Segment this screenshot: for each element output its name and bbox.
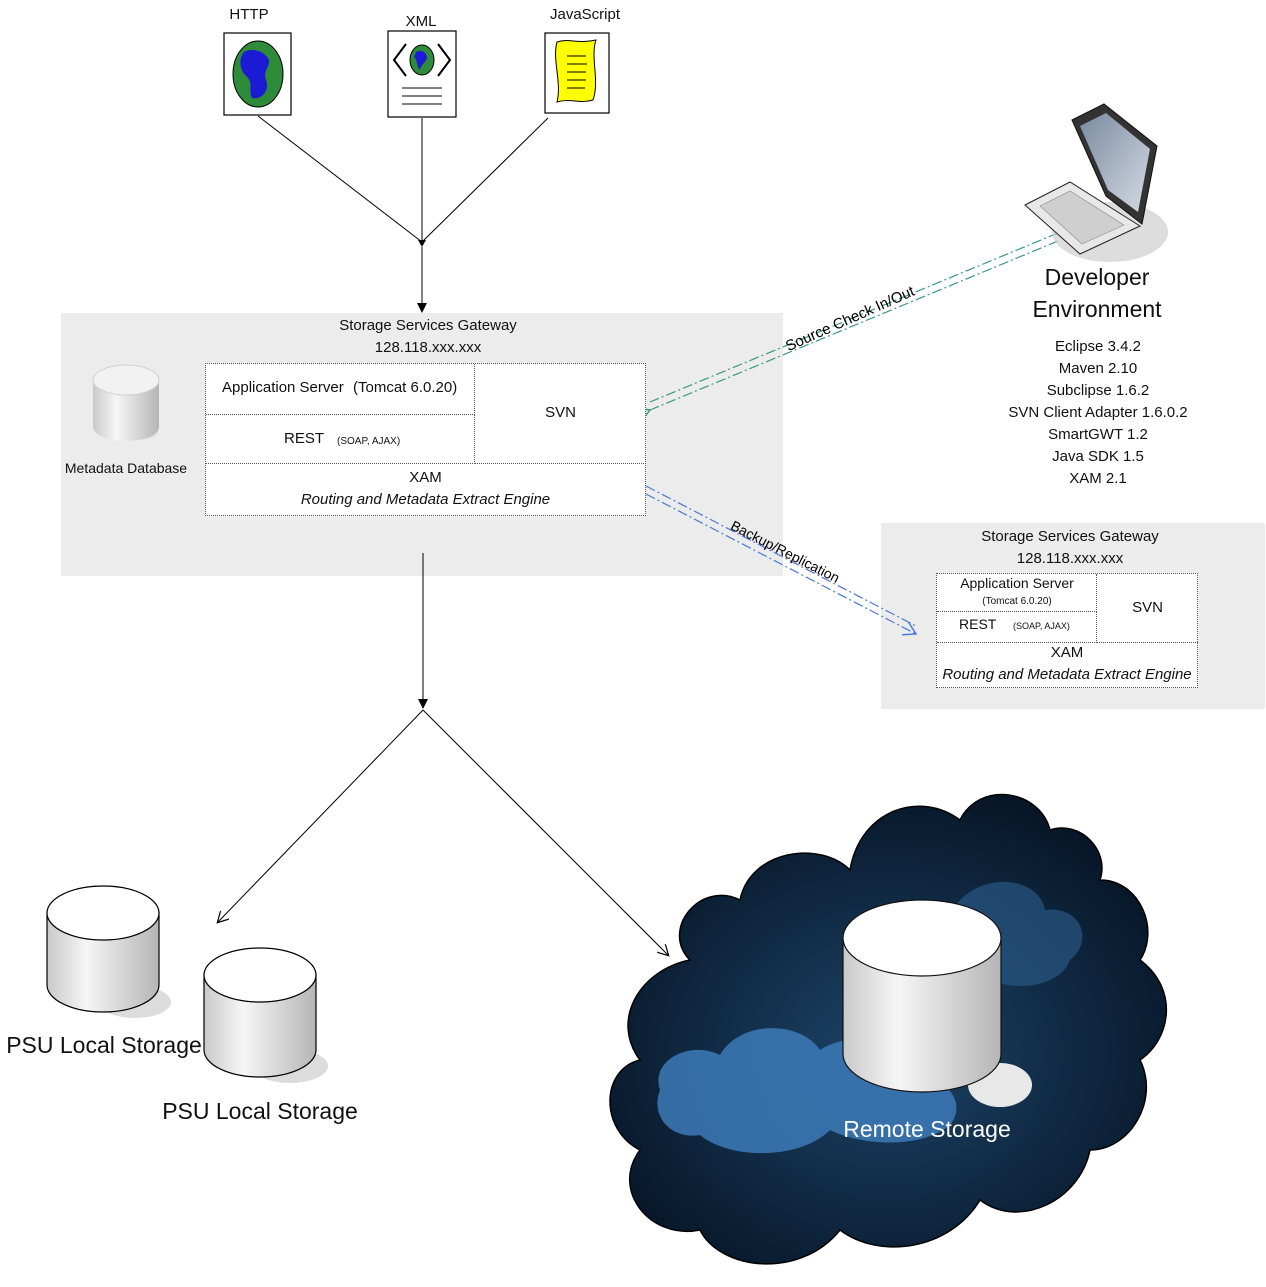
- source-check-line-a: [649, 232, 1059, 403]
- backup-rest-cell: REST (SOAP, AJAX): [937, 612, 1097, 643]
- local-storage-cylinder-1: [46, 885, 171, 1018]
- main-gateway-ip: 128.118.xxx.xxx: [374, 339, 482, 356]
- backup-xam-label: XAM: [1050, 644, 1084, 661]
- backup-engine-label: Routing and Metadata Extract Engine: [942, 666, 1192, 683]
- laptop-icon: [1024, 103, 1168, 262]
- backup-app-server-cell: Application Server (Tomcat 6.0.20): [937, 574, 1097, 612]
- main-rest-detail: (SOAP, AJAX): [337, 436, 401, 447]
- developer-title-line2: Environment: [1032, 296, 1162, 322]
- javascript-connector: [421, 117, 549, 243]
- backup-gateway-components: Application Server (Tomcat 6.0.20) REST …: [936, 573, 1198, 688]
- main-svn-cell: SVN: [475, 364, 646, 464]
- developer-tool-item: XAM 2.1: [1069, 470, 1127, 487]
- metadata-database-icon: [92, 364, 160, 441]
- main-tomcat-label: (Tomcat 6.0.20): [353, 379, 458, 396]
- main-app-server-label: Application Server: [222, 379, 344, 396]
- main-app-server-cell: Application Server (Tomcat 6.0.20): [206, 364, 475, 415]
- backup-line-b: [645, 493, 918, 636]
- backup-gateway-title: Storage Services Gateway: [981, 528, 1159, 545]
- local-storage-label-2: PSU Local Storage: [162, 1098, 358, 1124]
- developer-tool-item: SmartGWT 1.2: [1048, 426, 1148, 443]
- local-storage-label-1: PSU Local Storage: [6, 1032, 202, 1058]
- backup-app-server-label: Application Server: [960, 575, 1074, 591]
- http-globe-icon: [223, 32, 292, 116]
- remote-storage-label: Remote Storage: [843, 1116, 1011, 1142]
- developer-tool-item: Maven 2.10: [1058, 360, 1138, 377]
- main-rest-label: REST: [284, 430, 325, 447]
- developer-tool-item: Java SDK 1.5: [1052, 448, 1144, 465]
- xml-label: XML: [405, 13, 437, 30]
- developer-title-line1: Developer: [1044, 264, 1150, 290]
- local-storage-arrow: [218, 709, 424, 922]
- remote-storage-arrow: [422, 709, 668, 955]
- backup-gateway-ip: 128.118.xxx.xxx: [1016, 550, 1124, 567]
- xml-document-icon: [387, 30, 457, 118]
- main-rest-cell: REST (SOAP, AJAX): [206, 415, 475, 464]
- main-gateway-components: Application Server (Tomcat 6.0.20) REST …: [205, 363, 646, 516]
- developer-tools-list: Eclipse 3.4.2 Maven 2.10 Subclipse 1.6.2…: [980, 336, 1216, 490]
- developer-tool-item: Eclipse 3.4.2: [1055, 338, 1141, 355]
- backup-svn-cell: SVN: [1097, 574, 1198, 643]
- backup-tomcat-label: (Tomcat 6.0.20): [982, 596, 1052, 607]
- local-storage-cylinder-2: [203, 947, 328, 1083]
- backup-rest-label: REST: [959, 616, 997, 632]
- source-check-line-b: [636, 240, 1059, 422]
- metadata-database-label: Metadata Database: [64, 460, 188, 476]
- http-connector: [257, 115, 423, 243]
- backup-svn-label: SVN: [1132, 599, 1163, 616]
- developer-tool-item: SVN Client Adapter 1.6.0.2: [1008, 404, 1188, 421]
- source-check-label: Source Check In/Out: [783, 282, 918, 355]
- main-svn-label: SVN: [545, 404, 576, 421]
- http-label: HTTP: [229, 6, 269, 23]
- developer-tool-item: Subclipse 1.6.2: [1046, 382, 1150, 399]
- main-engine-label: Routing and Metadata Extract Engine: [300, 491, 551, 508]
- javascript-scroll-icon: [544, 32, 610, 114]
- main-xam-label: XAM: [409, 469, 442, 486]
- backup-rest-detail: (SOAP, AJAX): [1013, 621, 1070, 631]
- remote-storage-cloud-icon: [609, 793, 1167, 1265]
- javascript-label: JavaScript: [549, 6, 621, 23]
- main-gateway-title: Storage Services Gateway: [339, 317, 517, 334]
- backup-line-a: [645, 485, 917, 627]
